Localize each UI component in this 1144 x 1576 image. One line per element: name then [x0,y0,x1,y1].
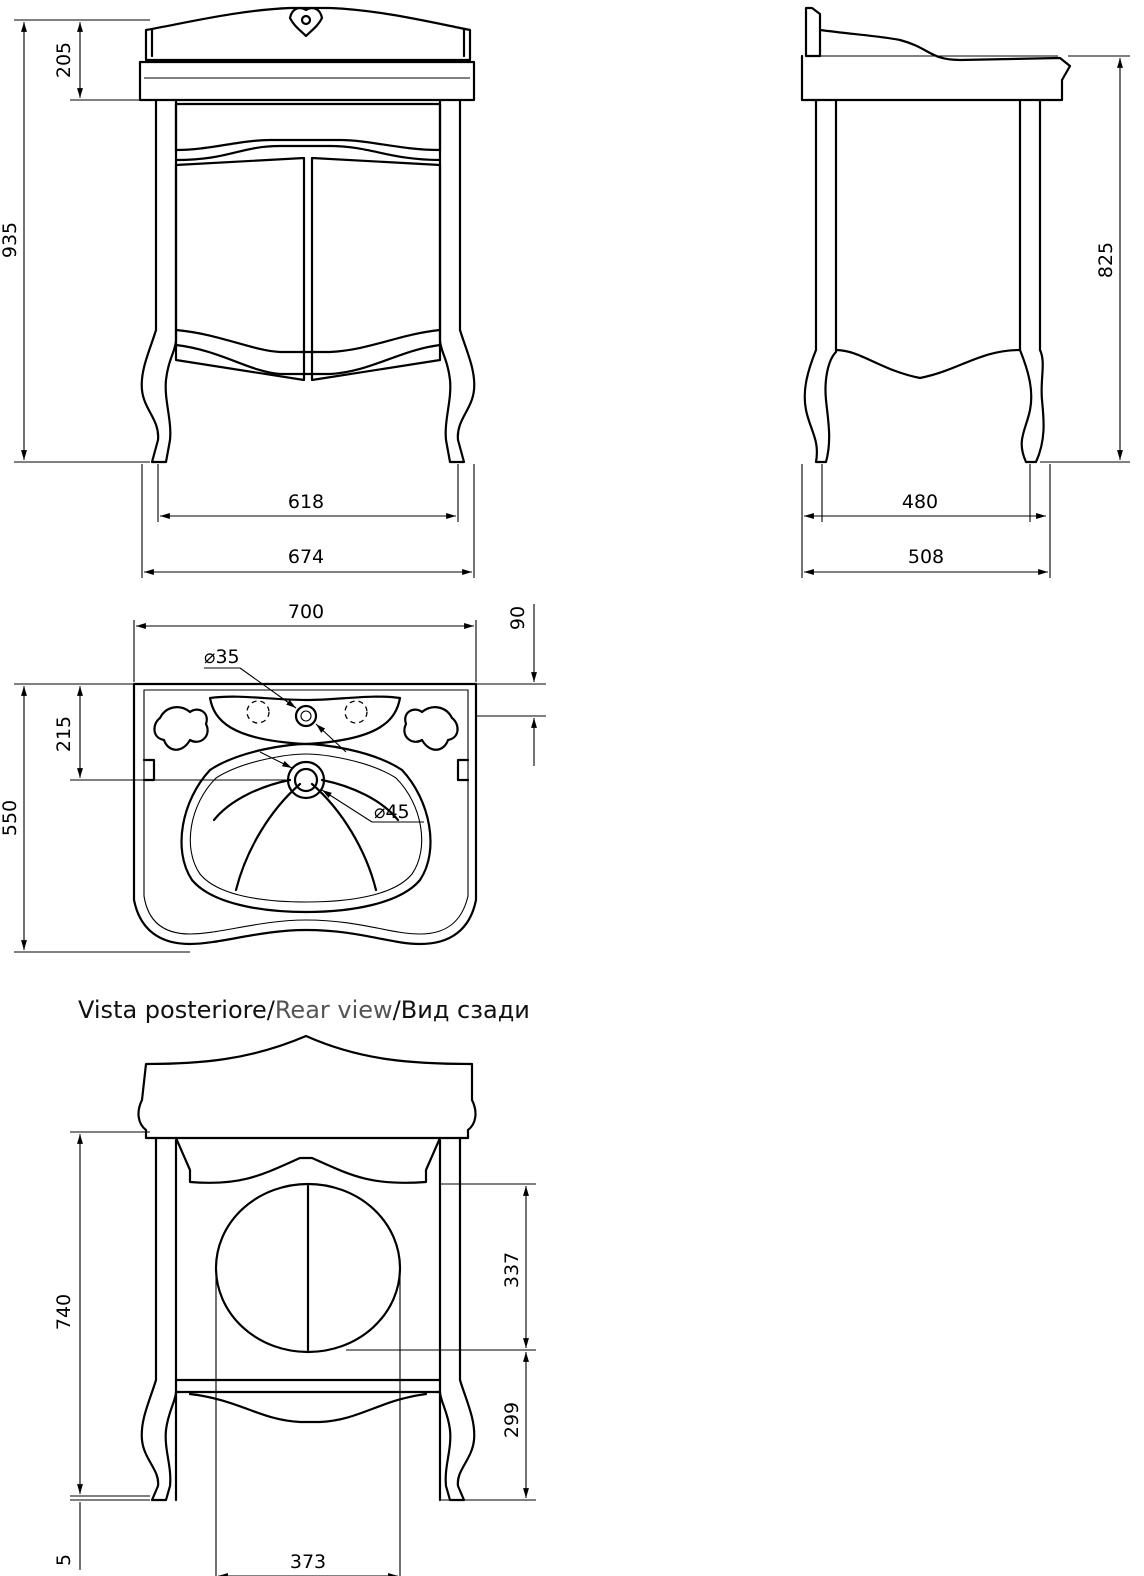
side-dimensions: 825 480 508 [801,55,1130,578]
caption-it: Vista posteriore [78,996,267,1024]
dim-373: 373 [290,1551,326,1573]
dim-935: 935 [0,222,21,258]
caption-en: Rear view [275,996,393,1024]
rear-dimensions: 740 337 299 373 5 [53,1131,536,1576]
front-dimensions: 205 935 618 674 [0,19,475,578]
top-dimensions: 700 90 215 550 ⌀35 ⌀45 [0,601,546,953]
dim-90: 90 [507,606,529,630]
dim-480: 480 [902,491,938,513]
caption-sep-1: / [267,996,276,1024]
dim-508: 508 [908,546,944,568]
front-view [138,6,476,464]
dim-5: 5 [53,1554,75,1566]
dim-700: 700 [288,601,324,623]
caption-sep-2: / [393,996,402,1024]
tap-hole-label: ⌀35 [204,646,240,668]
dim-550: 550 [0,800,21,836]
side-view [800,6,1072,464]
drain-hole-label: ⌀45 [374,801,410,823]
top-view [132,682,478,946]
dim-205: 205 [53,42,75,78]
dim-618: 618 [288,491,324,513]
dim-299: 299 [501,1402,523,1438]
dim-825: 825 [1095,242,1117,278]
dim-740: 740 [53,1294,75,1330]
dim-674: 674 [288,546,324,568]
ornament [288,7,324,38]
dim-215: 215 [53,716,75,752]
dim-337: 337 [501,1252,523,1288]
rear-view-caption: Vista posteriore/Rear view/Вид сзади [78,996,530,1024]
rear-view [137,1034,477,1502]
caption-ru: Вид сзади [401,996,530,1024]
